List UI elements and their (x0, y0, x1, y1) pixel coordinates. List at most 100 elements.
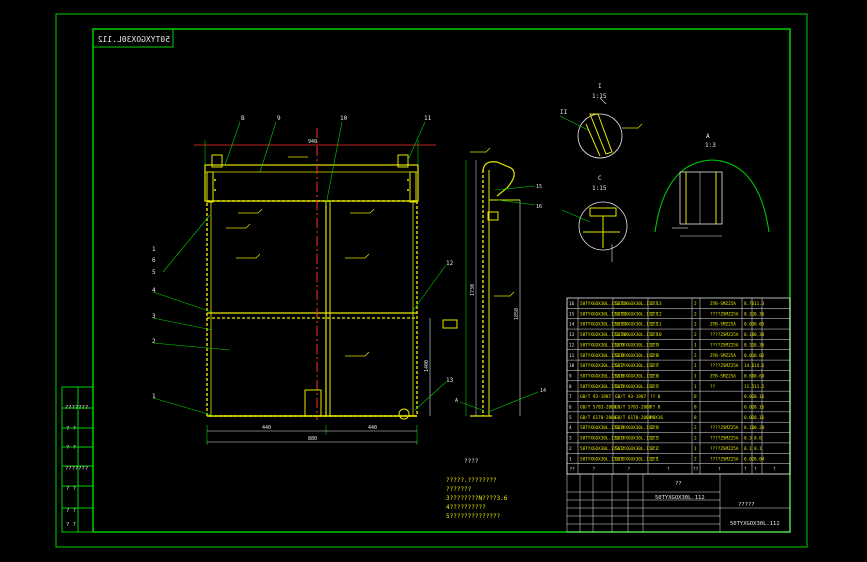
parts-cell: 11.5 (754, 384, 765, 390)
parts-cell: 50TYXGOX30L.112.8 (615, 353, 659, 359)
label-10: 10 (340, 115, 348, 122)
parts-cell: GB/T 93-1987 (615, 394, 646, 400)
left-strip-text-0: ??????? (65, 405, 88, 411)
title-drawing-no: 50TYXGOX30L.112 (730, 521, 780, 527)
parts-cell: ??? (650, 425, 658, 431)
parts-cell: GB/T 5783-2000 (615, 405, 652, 411)
parts-cell: ??? (650, 384, 658, 390)
parts-cell: 10 (569, 363, 575, 369)
parts-cell: 50TYXGOX30L.112.10 (580, 332, 627, 338)
notes-line-1: ?????.???????? (446, 477, 497, 484)
parts-cell: 0.02 (744, 405, 755, 411)
parts-cell: 50TYXGOX30L.112.11 (580, 322, 627, 328)
dim-top: 940 (308, 139, 317, 145)
parts-cell: 0.16 (754, 405, 765, 411)
parts-cell: 2 (694, 332, 697, 338)
left-strip-text-2: ? ? (66, 445, 76, 451)
title-company: ????? (738, 502, 755, 508)
side-view (442, 147, 539, 417)
parts-cell: 14.6 (744, 363, 755, 369)
parts-header-cell: ?? (693, 467, 699, 473)
parts-cell: ??? (650, 301, 658, 307)
parts-cell: 0.20 (754, 425, 765, 431)
label-C-scale: 1:15 (592, 185, 607, 192)
parts-cell: 50TYXGOX30L.112.6 (580, 373, 624, 379)
parts-cell: ZYB-SMZ25A (710, 301, 736, 307)
label-left-1b: 1 (152, 393, 156, 400)
parts-cell: 0.03 (744, 322, 755, 328)
parts-cell: ZYB-SMZ25A (710, 353, 736, 359)
parts-cell: ??? (650, 353, 658, 359)
parts-cell: 0.69 (744, 373, 755, 379)
parts-cell: 0.01 (744, 353, 755, 359)
parts-header-cell: ? (628, 467, 631, 473)
parts-cell: 0.6 (754, 436, 762, 442)
parts-cell: 2 (694, 311, 697, 317)
parts-cell: 0.36 (754, 311, 765, 317)
parts-cell: ??? (650, 446, 658, 452)
parts-cell: ????ZSMZ25A (710, 311, 739, 317)
parts-cell: 16 (569, 301, 575, 307)
parts-cell: 0.69 (754, 373, 765, 379)
parts-cell: 2 (569, 446, 572, 452)
label-15: 15 (536, 184, 542, 190)
parts-cell: 1 (694, 373, 697, 379)
parts-cell: 13 (569, 332, 575, 338)
parts-cell: 8 (694, 394, 697, 400)
parts-cell: 9 (569, 373, 572, 379)
parts-cell: M8X16 (650, 415, 663, 421)
parts-cell: 2 (694, 322, 697, 328)
parts-cell: ??? (650, 342, 658, 348)
label-9: 9 (277, 115, 281, 122)
parts-cell: 50TYXGOX30L.112.8 (580, 353, 624, 359)
sheet-border-outer (55, 13, 808, 548)
parts-cell: 1 (694, 342, 697, 348)
parts-cell: 50TYXGOX30L.112.7 (580, 363, 624, 369)
label-16: 16 (536, 204, 542, 210)
parts-cell: 11 (569, 353, 575, 359)
dim-right-h: 1400 (424, 360, 430, 372)
label-left-4: 4 (152, 287, 156, 294)
parts-cell: ?? 8 (650, 405, 661, 411)
parts-cell: ??? (650, 456, 658, 462)
front-view (152, 121, 447, 445)
label-left-1: 1 (152, 246, 156, 253)
parts-cell: 0.1 (744, 446, 752, 452)
dim-bottom-left: 440 (262, 425, 271, 431)
parts-header-cell: ?? (570, 467, 576, 473)
parts-cell: 0.02 (744, 394, 755, 400)
parts-cell: ????ZSMZ25A (710, 332, 739, 338)
parts-cell: 14.6 (754, 363, 765, 369)
parts-cell: 50TYXGOX30L.112.1 (615, 456, 659, 462)
parts-cell: 0.36 (754, 342, 765, 348)
parts-cell: GB/T 6170-2000 (615, 415, 652, 421)
label-13: 13 (446, 377, 454, 384)
notes-line-3: 3????????N????3.6 (446, 495, 508, 502)
mirrored-title-box (92, 28, 174, 48)
detail-I (559, 97, 643, 159)
parts-cell: ZYB-SMZ25A (710, 373, 736, 379)
parts-cell: GB/T 5783-2000 (580, 405, 617, 411)
notes-line-5: 5?????????????? (446, 513, 501, 520)
parts-cell: 50TYXGOX30L.112.4 (580, 425, 624, 431)
parts-cell: ??? (650, 436, 658, 442)
parts-cell: 0.3 (744, 436, 752, 442)
parts-cell: ????ZSMZ25A (710, 342, 739, 348)
parts-cell: 50TYXGOX30L.112.7 (615, 363, 659, 369)
parts-header-cell: ? (773, 467, 776, 473)
label-II: II (560, 109, 568, 116)
label-B: B (241, 115, 245, 122)
parts-cell: 8.76 (744, 301, 755, 307)
parts-cell: 15 (569, 311, 575, 317)
parts-cell: 50TYXGOX30L.112.5 (615, 384, 659, 390)
left-strip-text-5: ? ? (66, 508, 76, 514)
label-left-2: 2 (152, 338, 156, 345)
parts-cell: 3 (569, 436, 572, 442)
label-left-6: 6 (152, 257, 156, 264)
parts-cell: 50TYXGOX30L.112.6 (615, 373, 659, 379)
label-left-3: 3 (152, 313, 156, 320)
parts-cell: 2 (694, 425, 697, 431)
parts-cell: 0.16 (754, 394, 765, 400)
parts-cell: ZYB-SMZ25A (710, 322, 736, 328)
parts-cell: 6 (569, 405, 572, 411)
